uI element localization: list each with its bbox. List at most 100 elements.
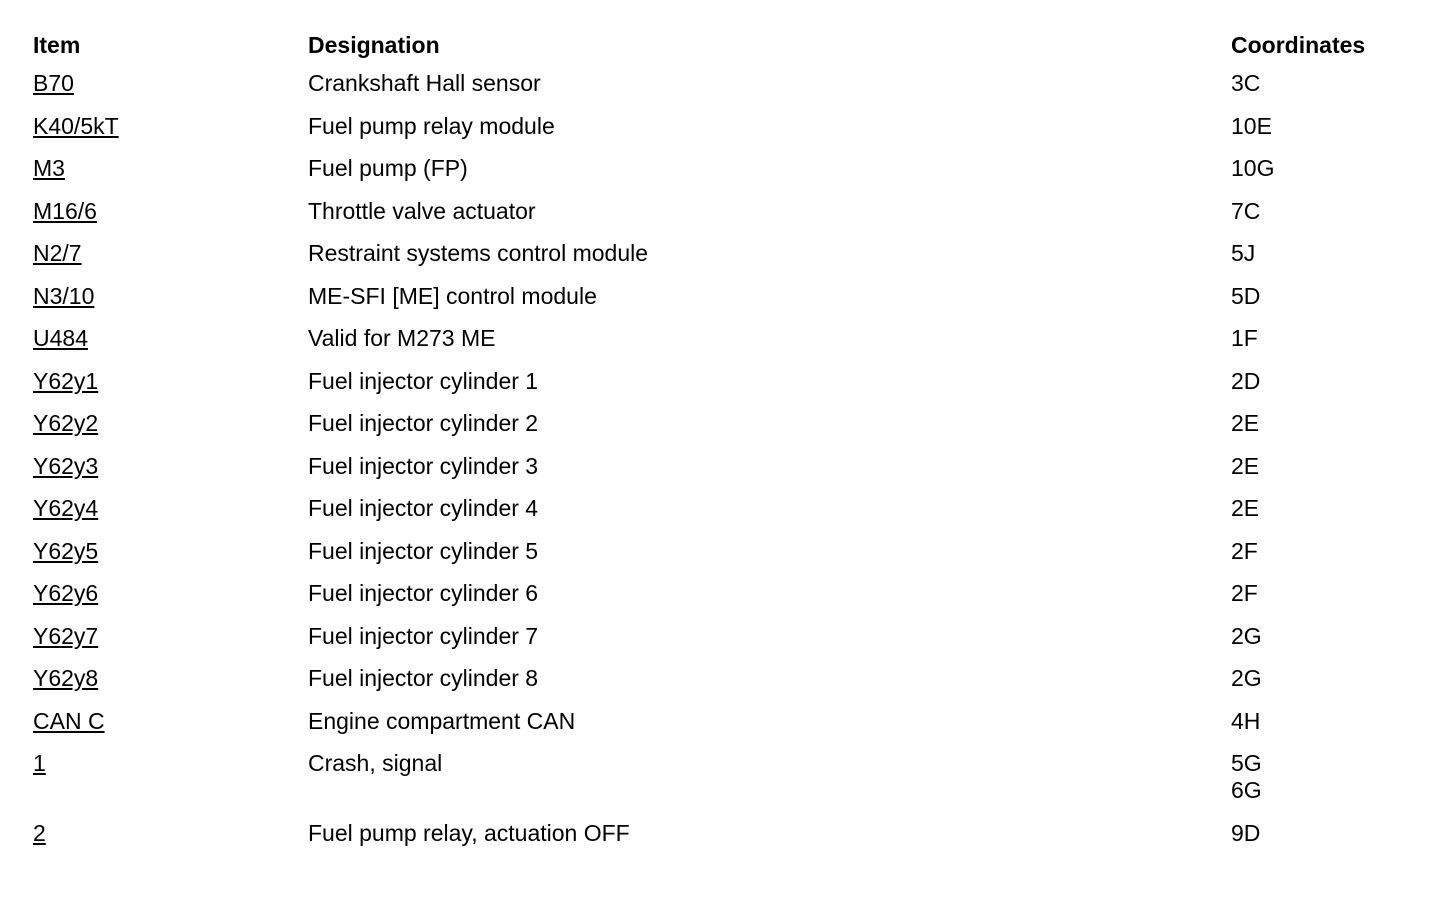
designation-cell: Fuel injector cylinder 2 bbox=[308, 410, 539, 436]
item-link[interactable]: M16/6 bbox=[33, 197, 97, 224]
table-row: Y62y7 Fuel injector cylinder 7 2G bbox=[33, 623, 1401, 666]
coordinate-value: 5J bbox=[1231, 240, 1256, 266]
designation-cell: Fuel pump relay module bbox=[308, 112, 555, 139]
table-row: 2 Fuel pump relay, actuation OFF 9D bbox=[33, 820, 1401, 863]
designation-cell: Fuel injector cylinder 6 bbox=[308, 580, 539, 606]
table-row: U484 Valid for M273 ME 1F bbox=[33, 325, 1401, 368]
designation-cell: Restraint systems control module bbox=[308, 240, 649, 266]
item-cell: N3/10 bbox=[33, 283, 308, 326]
item-link[interactable]: M3 bbox=[33, 155, 65, 181]
coordinates-cell: 9D bbox=[1231, 820, 1401, 863]
coordinates-cell: 2D bbox=[1231, 368, 1401, 411]
item-cell: Y62y1 bbox=[33, 368, 308, 411]
table-row: B70 Crankshaft Hall sensor 3C bbox=[33, 70, 1401, 113]
item-cell: Y62y6 bbox=[33, 580, 308, 623]
coordinate-value: 2D bbox=[1231, 367, 1261, 394]
table-row: N3/10 ME-SFI [ME] control module 5D bbox=[33, 283, 1401, 326]
designation-cell: Fuel injector cylinder 8 bbox=[308, 665, 539, 691]
legend-body: B70 Crankshaft Hall sensor 3C K40/5kT Fu… bbox=[33, 70, 1401, 863]
item-cell: 2 bbox=[33, 820, 308, 863]
coordinate-value: 2E bbox=[1231, 452, 1260, 479]
item-link[interactable]: Y62y3 bbox=[33, 452, 99, 479]
coordinate-value: 6G bbox=[1231, 777, 1262, 803]
table-row: Y62y2 Fuel injector cylinder 2 2E bbox=[33, 410, 1401, 453]
coordinates-cell: 2E bbox=[1231, 495, 1401, 538]
table-row: 1 Crash, signal 5G 6G bbox=[33, 750, 1401, 820]
item-link[interactable]: 2 bbox=[33, 820, 46, 846]
coordinates-cell: 5J bbox=[1231, 240, 1401, 283]
table-header-row: Item Designation Coordinates bbox=[33, 32, 1401, 70]
designation-cell: Fuel injector cylinder 5 bbox=[308, 537, 539, 564]
item-link[interactable]: N3/10 bbox=[33, 282, 95, 309]
item-cell: Y62y8 bbox=[33, 665, 308, 708]
item-cell: N2/7 bbox=[33, 240, 308, 283]
coordinates-cell: 2G bbox=[1231, 665, 1401, 708]
item-link[interactable]: 1 bbox=[33, 750, 46, 776]
item-link[interactable]: Y62y8 bbox=[33, 665, 99, 691]
table-row: Y62y4 Fuel injector cylinder 4 2E bbox=[33, 495, 1401, 538]
item-cell: Y62y3 bbox=[33, 453, 308, 496]
coordinates-cell: 2F bbox=[1231, 580, 1401, 623]
item-link[interactable]: N2/7 bbox=[33, 240, 82, 266]
item-link[interactable]: Y62y2 bbox=[33, 410, 99, 436]
table-row: Y62y8 Fuel injector cylinder 8 2G bbox=[33, 665, 1401, 708]
item-link[interactable]: B70 bbox=[33, 70, 74, 96]
item-cell: Y62y4 bbox=[33, 495, 308, 538]
table-row: CAN C Engine compartment CAN 4H bbox=[33, 708, 1401, 751]
designation-cell: Fuel injector cylinder 1 bbox=[308, 367, 539, 394]
item-link[interactable]: CAN C bbox=[33, 707, 105, 734]
coordinate-value: 7C bbox=[1231, 197, 1261, 224]
item-cell: U484 bbox=[33, 325, 308, 368]
header-item: Item bbox=[33, 32, 81, 58]
coordinates-cell: 7C bbox=[1231, 198, 1401, 241]
item-link[interactable]: K40/5kT bbox=[33, 112, 119, 139]
item-cell: Y62y2 bbox=[33, 410, 308, 453]
designation-cell: Crankshaft Hall sensor bbox=[308, 70, 541, 96]
item-cell: 1 bbox=[33, 750, 308, 820]
coordinate-value: 2G bbox=[1231, 665, 1262, 691]
coordinate-value: 4H bbox=[1231, 707, 1261, 734]
coordinate-value: 5G bbox=[1231, 750, 1262, 776]
coordinates-cell: 4H bbox=[1231, 708, 1401, 751]
coordinates-cell: 10G bbox=[1231, 155, 1401, 198]
coordinates-cell: 1F bbox=[1231, 325, 1401, 368]
table-row: Y62y3 Fuel injector cylinder 3 2E bbox=[33, 453, 1401, 496]
item-link[interactable]: Y62y4 bbox=[33, 495, 99, 521]
item-cell: K40/5kT bbox=[33, 113, 308, 156]
item-cell: Y62y7 bbox=[33, 623, 308, 666]
coordinate-value: 2E bbox=[1231, 495, 1260, 521]
item-link[interactable]: Y62y1 bbox=[33, 367, 99, 394]
item-cell: M16/6 bbox=[33, 198, 308, 241]
designation-cell: Fuel injector cylinder 7 bbox=[308, 622, 539, 649]
item-link[interactable]: Y62y6 bbox=[33, 580, 99, 606]
item-cell: B70 bbox=[33, 70, 308, 113]
coordinates-cell: 2E bbox=[1231, 410, 1401, 453]
coordinate-value: 3C bbox=[1231, 70, 1261, 96]
coordinate-value: 9D bbox=[1231, 820, 1261, 846]
item-cell: Y62y5 bbox=[33, 538, 308, 581]
table-row: Y62y5 Fuel injector cylinder 5 2F bbox=[33, 538, 1401, 581]
coordinate-value: 10E bbox=[1231, 112, 1272, 139]
designation-cell: Engine compartment CAN bbox=[308, 707, 576, 734]
designation-cell: Fuel pump relay, actuation OFF bbox=[308, 820, 630, 846]
item-link[interactable]: U484 bbox=[33, 325, 88, 351]
designation-cell: ME-SFI [ME] control module bbox=[308, 282, 597, 309]
table-row: Y62y6 Fuel injector cylinder 6 2F bbox=[33, 580, 1401, 623]
coordinate-value: 2F bbox=[1231, 580, 1258, 606]
designation-cell: Fuel pump (FP) bbox=[308, 155, 468, 181]
coordinate-value: 2F bbox=[1231, 537, 1258, 564]
coordinates-cell: 10E bbox=[1231, 113, 1401, 156]
coordinate-value: 5D bbox=[1231, 282, 1261, 309]
coordinates-cell: 2E bbox=[1231, 453, 1401, 496]
coordinate-value: 10G bbox=[1231, 155, 1275, 181]
header-designation: Designation bbox=[308, 32, 440, 58]
coordinates-cell: 3C bbox=[1231, 70, 1401, 113]
item-link[interactable]: Y62y7 bbox=[33, 622, 99, 649]
coordinate-value: 1F bbox=[1231, 325, 1258, 351]
legend-table: Item Designation Coordinates B70 Cranksh… bbox=[33, 32, 1401, 863]
table-row: K40/5kT Fuel pump relay module 10E bbox=[33, 113, 1401, 156]
item-link[interactable]: Y62y5 bbox=[33, 537, 99, 564]
item-cell: CAN C bbox=[33, 708, 308, 751]
coordinates-cell: 5D bbox=[1231, 283, 1401, 326]
designation-cell: Valid for M273 ME bbox=[308, 325, 496, 351]
